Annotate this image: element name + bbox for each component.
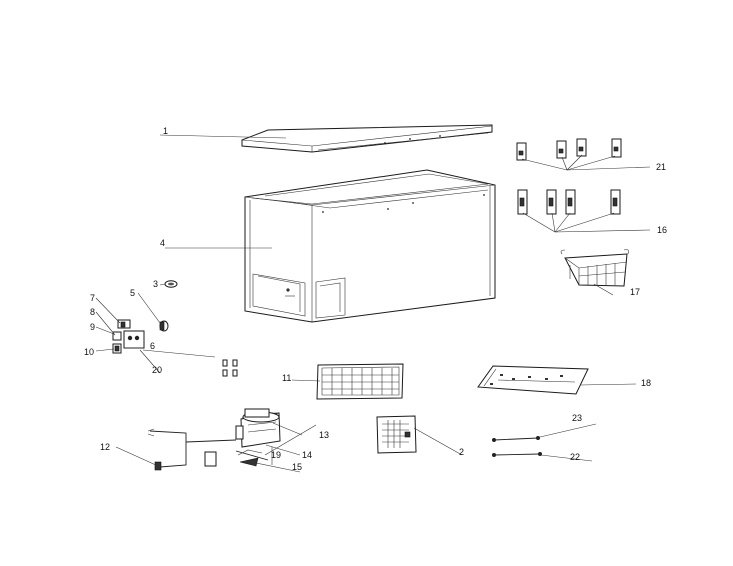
callout-18: 18 (641, 378, 651, 388)
compressor-part (204, 408, 281, 467)
callout-12: 12 (100, 442, 110, 452)
callout-7: 7 (90, 293, 95, 303)
small-grille-part (376, 415, 417, 454)
callout-2: 2 (459, 447, 464, 457)
callout-13: 13 (319, 430, 329, 440)
callout-17: 17 (630, 287, 640, 297)
callout-4: 4 (160, 238, 165, 248)
callout-20: 20 (152, 365, 162, 375)
callout-21: 21 (656, 162, 666, 172)
lid-part (241, 124, 493, 153)
foot-caps-part (222, 359, 238, 377)
callout-8: 8 (90, 307, 95, 317)
callout-5: 5 (130, 288, 135, 298)
hinges-bottom-part (517, 189, 621, 215)
callout-3: 3 (153, 279, 158, 289)
lamp-part (159, 320, 169, 332)
leader-lines (95, 134, 651, 473)
callout-11: 11 (282, 373, 291, 383)
callout-9: 9 (90, 322, 95, 332)
callout-14: 14 (302, 450, 312, 460)
callout-22: 22 (570, 452, 580, 462)
hinges-top-part (516, 138, 622, 161)
cabinet-body-part (244, 169, 496, 323)
sensor-cables-part (492, 436, 542, 457)
callout-labels: 1 2 3 4 5 6 7 8 9 10 11 12 13 14 15 16 1… (84, 126, 667, 472)
basket-part (560, 249, 629, 287)
callout-19: 19 (271, 450, 281, 460)
callout-23: 23 (572, 413, 582, 423)
callout-1: 1 (163, 126, 168, 136)
callout-15: 15 (292, 462, 302, 472)
callout-6: 6 (150, 341, 155, 351)
grille-part (316, 363, 404, 400)
callout-16: 16 (657, 225, 667, 235)
knob-part (164, 280, 178, 288)
callout-10: 10 (84, 347, 94, 357)
condenser-pipe-part (147, 428, 237, 471)
control-box-part (112, 319, 145, 354)
mounting-plate-part (477, 365, 589, 395)
